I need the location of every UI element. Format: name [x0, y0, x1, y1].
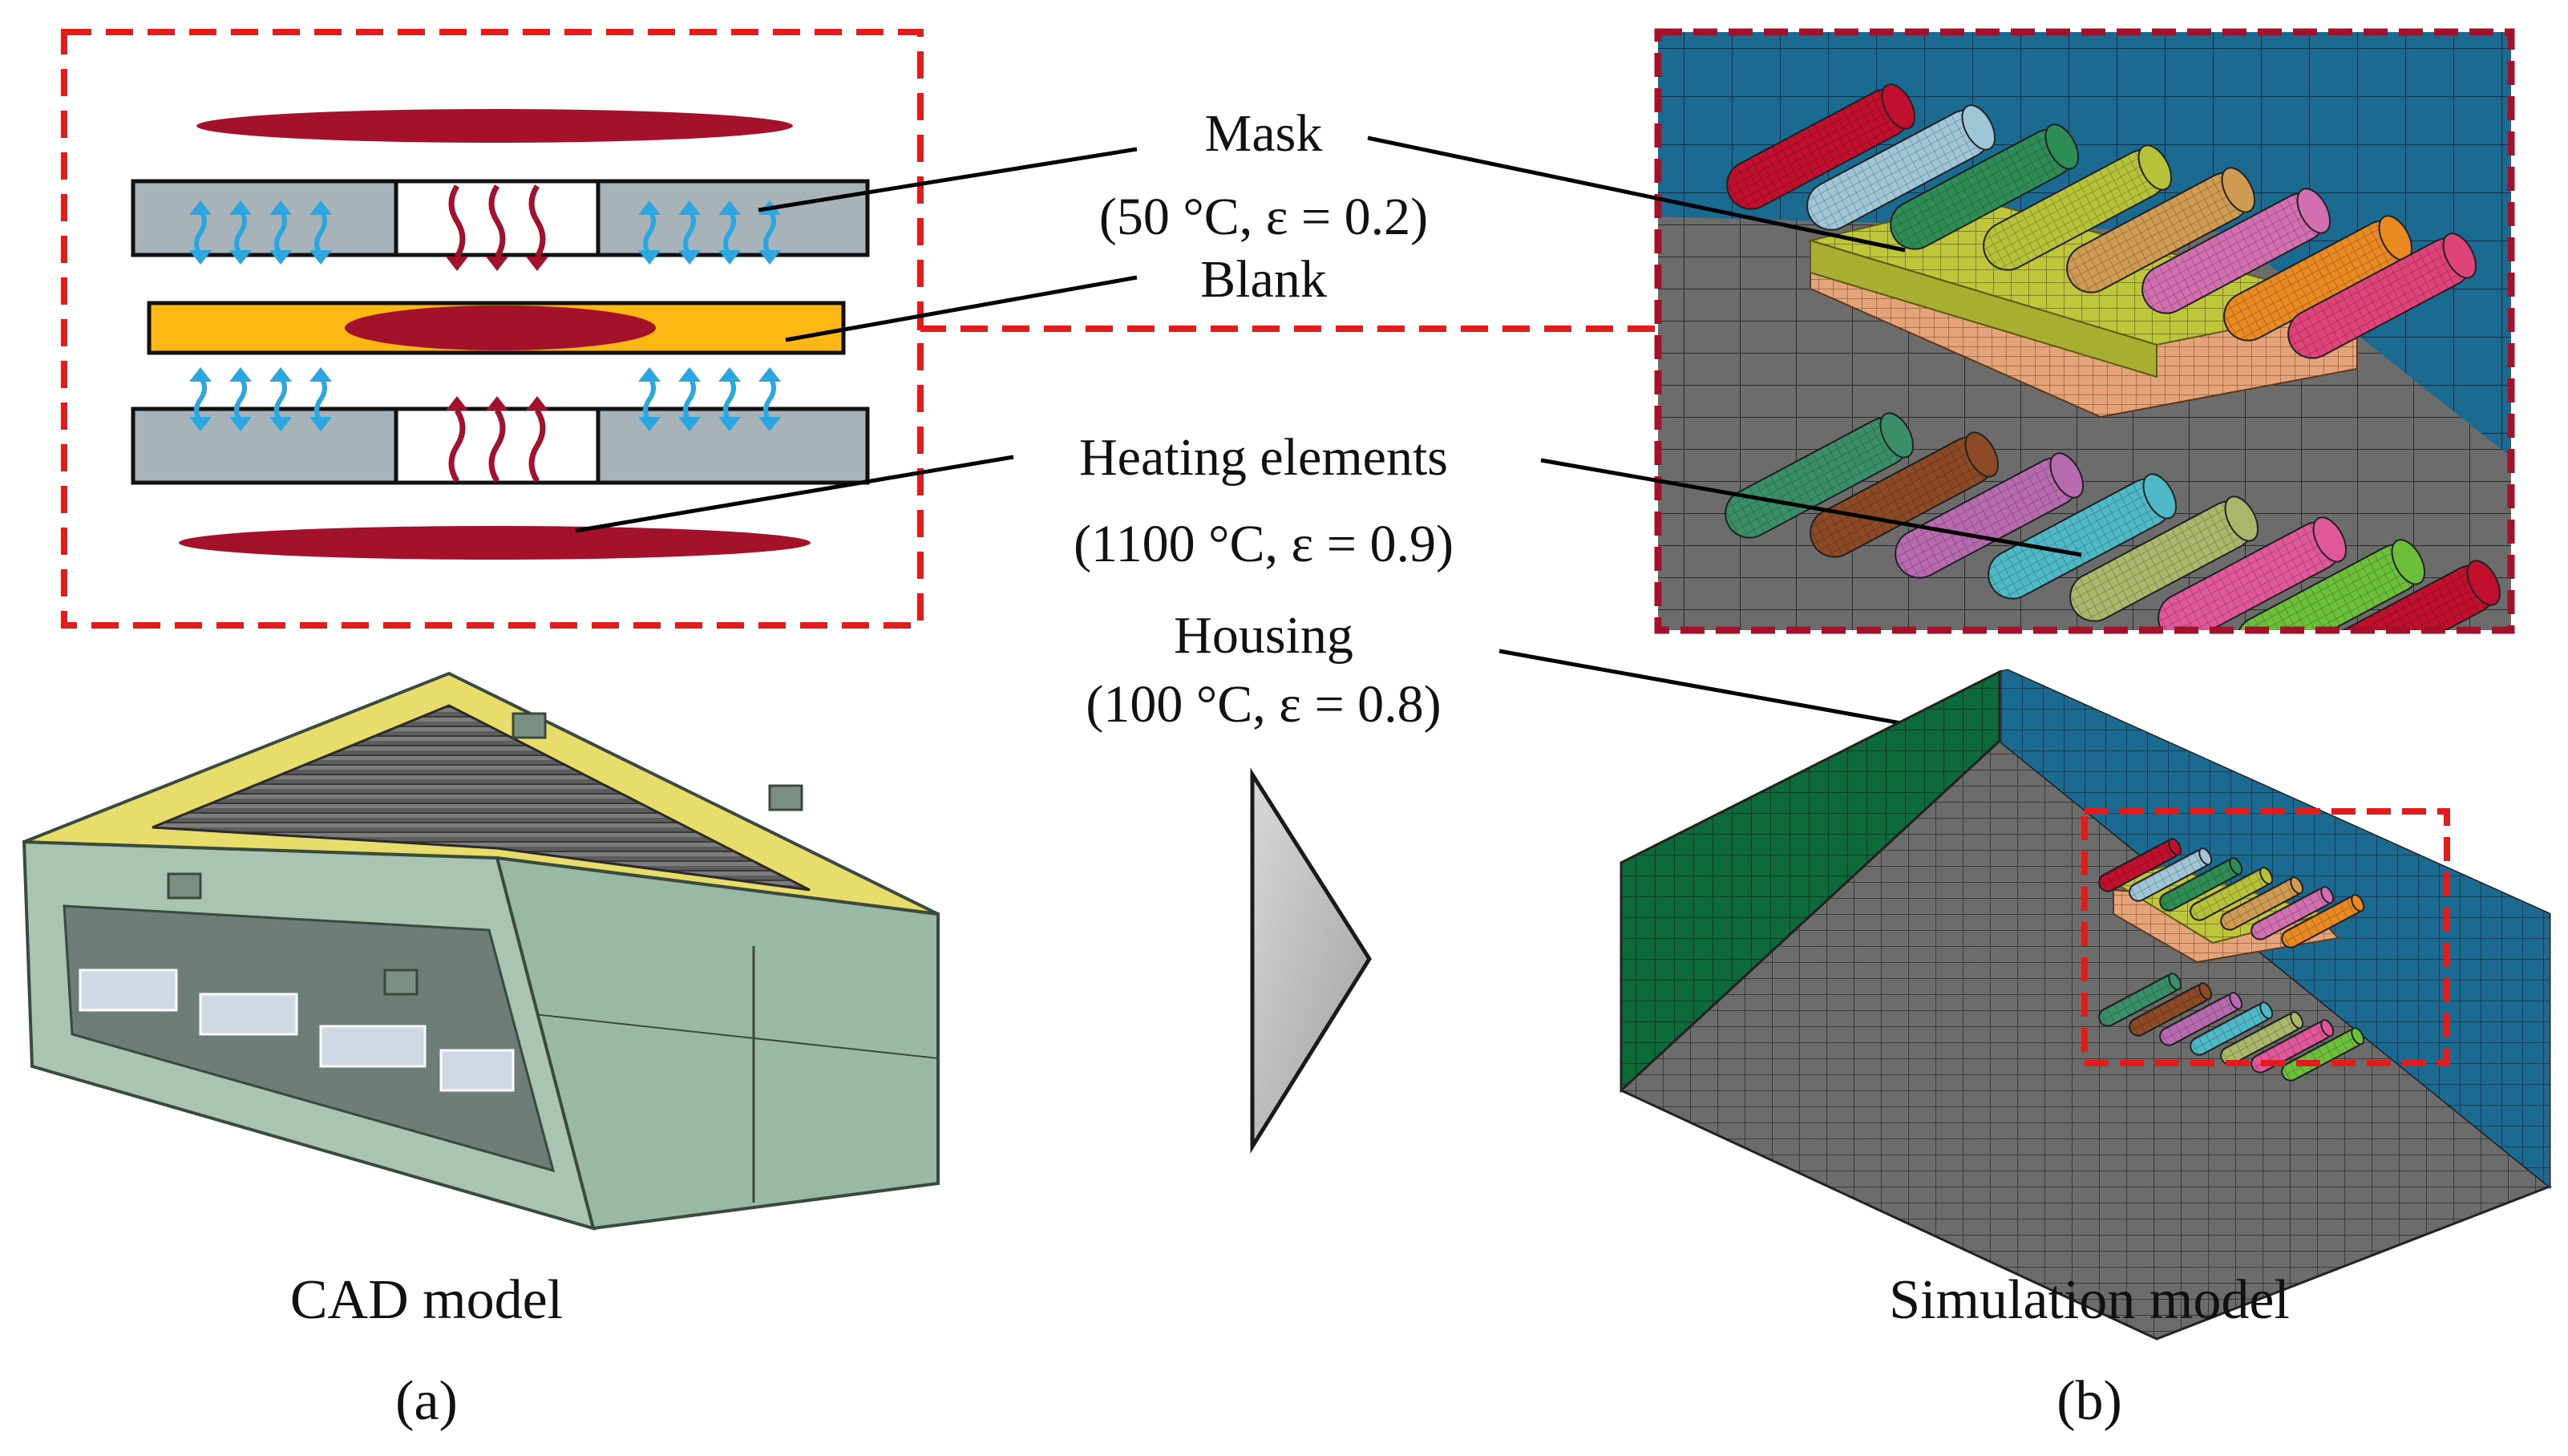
- heating-element-tube: [2223, 215, 2413, 342]
- heating-element-tube: [2236, 539, 2426, 630]
- cooling-arrow: [189, 200, 212, 265]
- heating-element-tube: [2311, 560, 2501, 630]
- top-heating-element: [196, 109, 793, 143]
- housing-props-label: (100 °C, ε = 0.8): [1086, 675, 1441, 734]
- heating-element-tube: [2141, 188, 2331, 314]
- simulation-model-render: [1620, 669, 2552, 1341]
- heating-element-tube: [2129, 847, 2213, 902]
- cooling-arrow: [269, 367, 292, 431]
- cooling-arrow: [718, 200, 741, 265]
- blank-leader: [785, 275, 1138, 342]
- detail-upper-heating-elements: [1726, 83, 2477, 359]
- cooling-arrow: [638, 200, 661, 265]
- heating-element-tube: [2251, 886, 2335, 940]
- detail-lower-heating-elements: [1725, 412, 2501, 630]
- heating-props-label: (1100 °C, ε = 0.9): [1074, 515, 1454, 573]
- heating-leader-right: [1540, 458, 2082, 557]
- heating-element-tube: [1806, 104, 1996, 231]
- cooling-arrow: [269, 200, 292, 265]
- simulation-detail: [1654, 28, 2515, 634]
- heating-element-tube: [1810, 431, 2000, 558]
- heating-element-tube: [2098, 973, 2182, 1027]
- heating-element-tube: [2281, 894, 2365, 948]
- heating-element-tube: [1988, 473, 2178, 600]
- cooling-arrow: [718, 367, 741, 431]
- cooling-arrow: [309, 367, 332, 431]
- heating-element-tube: [2066, 167, 2256, 293]
- cooling-arrow: [638, 367, 661, 431]
- cad-caption: CAD model: [290, 1269, 563, 1331]
- leader-lines: [575, 135, 2082, 743]
- heating-element-tube: [2069, 495, 2259, 622]
- mask-props-label: (50 °C, ε = 0.2): [1099, 188, 1428, 246]
- heating-element-tube: [2158, 516, 2348, 630]
- connector-dashed-line: [917, 326, 1658, 332]
- heating-element-tube: [2098, 838, 2182, 892]
- heating-element-tube: [2159, 992, 2243, 1046]
- cooling-arrow: [678, 367, 701, 431]
- heating-element-tube: [2190, 1001, 2274, 1056]
- heating-element-tube: [2281, 1027, 2365, 1082]
- cooling-arrow: [229, 367, 252, 431]
- detail-dashed-frame: [1654, 28, 2515, 634]
- upper-mask-left: [131, 179, 398, 257]
- caption-b: (b): [2056, 1370, 2122, 1432]
- radiation-arrow: [526, 184, 548, 271]
- cooling-arrow: [758, 367, 781, 431]
- mask-leader-right: [1367, 135, 1906, 253]
- heating-element-tube: [1983, 144, 2173, 271]
- cooling-arrow: [678, 200, 701, 265]
- sim-dashed-frame: [2081, 808, 2450, 1066]
- radiation-arrow: [526, 396, 548, 483]
- heating-element-tube: [2159, 857, 2243, 912]
- radiation-arrow: [446, 396, 468, 483]
- heating-label: Heating elements: [1079, 428, 1448, 487]
- housing-label: Housing: [1174, 606, 1353, 665]
- radiation-arrow: [486, 396, 508, 483]
- heating-element-tube: [2287, 233, 2477, 359]
- lower-mask-left: [131, 406, 398, 485]
- heating-leader-left: [575, 455, 1014, 533]
- heating-element-tube: [2190, 867, 2274, 921]
- sim-caption: Simulation model: [1889, 1269, 2290, 1331]
- transition-arrow: [1250, 767, 1372, 1154]
- radiation-arrows: [446, 184, 548, 483]
- heating-element-tube: [1890, 123, 2080, 250]
- radiation-arrow: [446, 184, 468, 271]
- cooling-arrows: [189, 200, 781, 431]
- heating-element-tube: [2251, 1019, 2335, 1074]
- sim-upper-heating-elements: [2098, 838, 2365, 948]
- caption-a: (a): [395, 1370, 458, 1432]
- sim-lower-heating-elements: [2098, 973, 2365, 1082]
- cooling-arrow: [309, 200, 332, 265]
- mask-label: Mask: [1205, 104, 1323, 163]
- heating-element-tube: [1725, 412, 1915, 539]
- heating-element-tube: [1726, 83, 1916, 210]
- heating-element-tube: [2220, 1011, 2304, 1066]
- cad-model-render: [22, 671, 940, 1231]
- mask-leader-left: [758, 147, 1138, 212]
- radiation-arrow: [486, 184, 508, 271]
- bottom-heating-element: [179, 526, 811, 560]
- schematic-detail: [61, 29, 924, 629]
- cooling-arrow: [229, 200, 252, 265]
- heating-element-tube: [2220, 876, 2304, 931]
- heating-element-tube: [2129, 982, 2213, 1037]
- blank-hot-zone: [345, 305, 656, 350]
- blank-label: Blank: [1200, 250, 1327, 309]
- cooling-arrow: [189, 367, 212, 431]
